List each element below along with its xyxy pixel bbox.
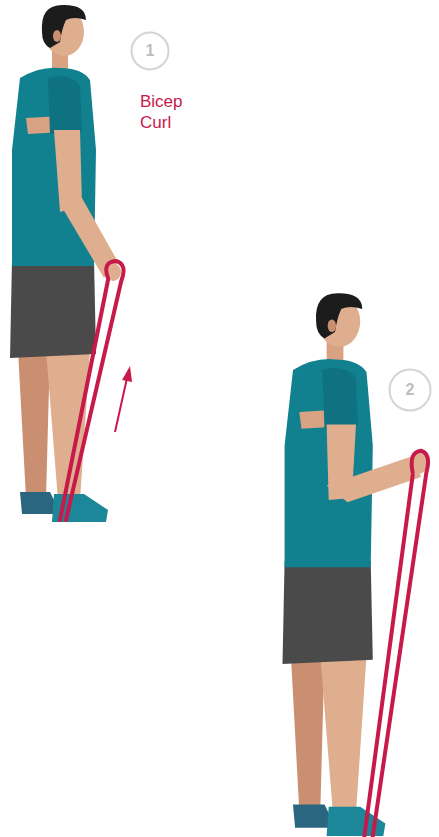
figure-start-pose [10, 5, 132, 522]
circle-outline [390, 370, 431, 411]
shorts [283, 561, 373, 664]
exercise-name: Bicep Curl [140, 91, 196, 133]
resistance-band [364, 451, 428, 836]
step-number-circle: 2 [388, 368, 432, 412]
leg-back [291, 656, 325, 811]
shoe-back [20, 492, 58, 514]
leg-front [320, 656, 366, 814]
step-number-circle: 1 [130, 31, 170, 71]
sleeve [48, 76, 82, 134]
ear [328, 320, 336, 333]
step-number: 1 [146, 42, 155, 60]
leg-back [18, 350, 50, 498]
motion-arrow-head [122, 366, 132, 382]
resistance-band [60, 261, 124, 520]
hair [316, 293, 362, 338]
step-number: 2 [406, 381, 415, 399]
hair [42, 5, 86, 48]
motion-arrow-shaft [115, 378, 127, 432]
ear [53, 30, 61, 42]
shorts [10, 260, 96, 358]
circle-outline [132, 33, 169, 70]
shoe-back [293, 805, 333, 828]
sleeve [322, 368, 358, 429]
forearm [327, 456, 422, 502]
shirt [285, 359, 373, 567]
